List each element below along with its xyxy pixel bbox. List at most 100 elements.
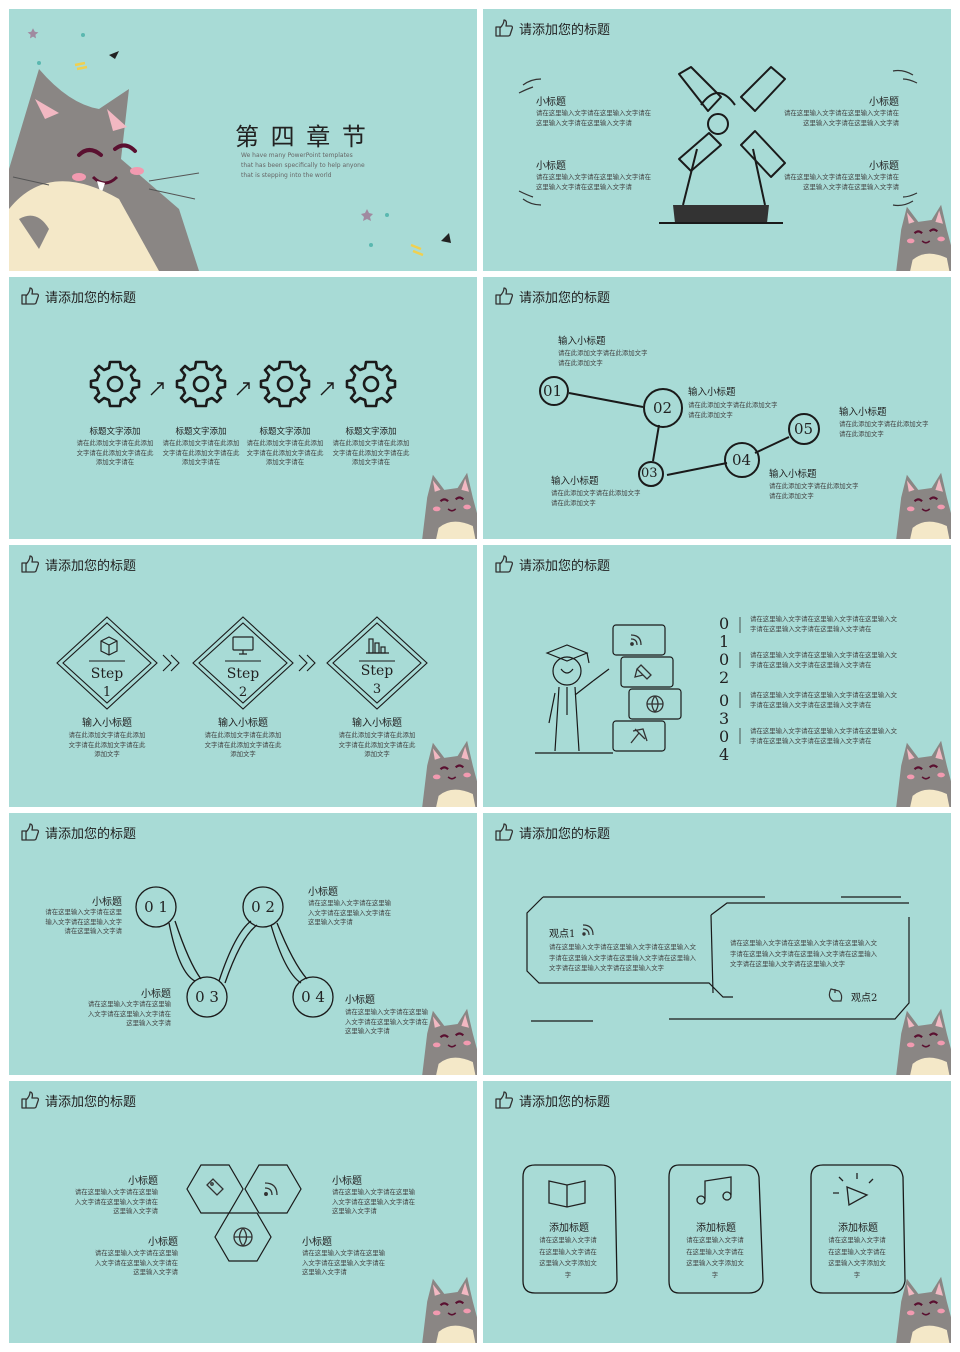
item-text: 请在这里输入文字请在这里输入文字请在这里输入文字请在这里输入文字请 (308, 899, 392, 926)
item-text: 请在这里输入文字请在这里输入文字请在这里输入文字请在这里输入文字请 (783, 173, 899, 191)
viewpoint-1-text: 请在这里输入文字请在这里输入文字请在这里输入文字请在这里输入文字请在这里输入文字… (549, 943, 696, 972)
slide-gears: 请添加您的标题 标题文字添加 请在此添加文字请在此添加文字请在此添加文字请在此添… (9, 277, 477, 539)
wave-nodes-diagram (135, 886, 334, 1018)
item-text: 请在此添加文字请在此添加文字请在此添加文字请在此添加文字请在 (76, 439, 154, 466)
step-label: Step (360, 663, 394, 679)
item-text: 请在此添加文字请在此添加文字请在此添加文字请在此添加文字 (338, 731, 416, 758)
cat-mascot (420, 471, 477, 539)
slide-title: 请添加您的标题 (519, 22, 611, 38)
node-number: 03 (641, 466, 658, 481)
rss-icon (630, 634, 642, 646)
slide-title: 请添加您的标题 (519, 826, 611, 842)
slide-viewpoints: 请添加您的标题 观点1 请在这里输入文字请在这里输入文字请在这里输入文字请在这里… (483, 813, 951, 1075)
item-title: 小标题 (345, 995, 375, 1006)
item-title: 输入小标题 (769, 469, 817, 480)
globe-icon (233, 1227, 253, 1248)
item-text: 请在这里输入文字请在这里输入文字请在这里输入文字请在这里输入文字请 (302, 1249, 386, 1276)
step-label: Step (90, 666, 124, 682)
item-title: 输入小标题 (688, 387, 736, 398)
item-title: 标题文字添加 (89, 427, 141, 437)
item-title: 小标题 (92, 897, 122, 908)
slide-title: 请添加您的标题 (45, 826, 137, 842)
slide-windmill: 请添加您的标题 小标题 请在这里输入文字请在这里输入文字请在这里输入文字请在这里… (483, 9, 951, 271)
item-text: 请在此添加文字请在此添加文字请在此添加文字请在此添加文字请在 (332, 439, 410, 466)
item-text: 请在这里输入文字请在这里输入文字请在这里输入文字请在这里输入文字请在这里输入文字… (750, 651, 897, 669)
item-text: 请在这里输入文字请在这里输入文字请在这里输入文字请在这里输入文字请 (74, 1188, 158, 1215)
rss-icon (582, 924, 594, 936)
cat-mascot (894, 1007, 951, 1075)
item-title: 小标题 (869, 161, 899, 172)
gear-icon (345, 360, 397, 408)
viewpoint-1-title: 观点1 (549, 929, 576, 940)
node-number: 05 (794, 420, 814, 438)
item-title: 小标题 (308, 887, 338, 898)
node-number: 0 3 (195, 988, 219, 1006)
step-number: 2 (238, 685, 248, 700)
slide-header: 请添加您的标题 (493, 1088, 610, 1112)
item-text: 请在此添加文字请在此添加文字请在此添加文字 (688, 401, 778, 419)
chapter-title: 第 四 章 节 (235, 123, 368, 151)
card-title: 添加标题 (696, 1223, 736, 1234)
item-text: 请在这里输入文字请在这里输入文字请在这里输入文字请在这里输入文字请 (332, 1188, 416, 1215)
number-marker: 0 2 (719, 650, 730, 687)
item-text: 请在这里输入文字请在这里输入文字请在这里输入文字请在这里输入文字请 (87, 1000, 171, 1027)
item-title: 标题文字添加 (345, 427, 397, 437)
pencil-icon (634, 664, 652, 680)
music-note-icon (696, 1176, 732, 1205)
viewpoint-2-title: 观点2 (851, 993, 878, 1004)
number-marker: 0 4 (719, 727, 730, 764)
item-text: 请在这里输入文字请在这里输入文字请在这里输入文字请在这里输入文字请在这里输入文字… (750, 615, 897, 633)
item-text: 请在这里输入文字请在这里输入文字请在这里输入文字请在这里输入文字请 (536, 109, 652, 127)
slide-wave-nodes: 请添加您的标题 0 1 0 2 0 3 0 4 小标题 请在这里输入文字请在这里… (9, 813, 477, 1075)
item-text: 请在此添加文字请在此添加文字请在此添加文字请在此添加文字请在 (246, 439, 324, 466)
slide-title: 请添加您的标题 (519, 290, 611, 306)
cat-mascot (420, 739, 477, 807)
item-text: 请在这里输入文字请在这里输入文字请在这里输入文字请在这里输入文字请 (45, 908, 122, 935)
cat-mascot (420, 1275, 477, 1343)
item-title: 标题文字添加 (259, 427, 311, 437)
gear-icon (89, 360, 141, 408)
slide-hexagons: 请添加您的标题 小标题 请在这里输入文字请在这里输入文字请在这里输入文字请在这里… (9, 1081, 477, 1343)
book-icon (548, 1180, 586, 1208)
slide-chapter-cover: 第 四 章 节 We have many PowerPoint template… (9, 9, 477, 271)
cat-mascot (894, 471, 951, 539)
item-title: 输入小标题 (218, 718, 268, 729)
step-label: Step (226, 666, 260, 682)
card-text: 请在这里输入文字请在这里输入文字请在这里输入文字添加文字 (686, 1236, 744, 1279)
node-number: 0 4 (301, 988, 325, 1006)
viewpoint-2-text: 请在这里输入文字请在这里输入文字请在这里输入文字请在这里输入文字请在这里输入文字… (730, 939, 877, 968)
windmill-illustration (518, 66, 918, 224)
item-title: 小标题 (536, 97, 566, 108)
slide-title: 请添加您的标题 (519, 1094, 611, 1110)
slide-steps: 请添加您的标题 Step 1 Step (9, 545, 477, 807)
slide-title: 请添加您的标题 (45, 1094, 137, 1110)
item-title: 小标题 (332, 1176, 362, 1187)
slide-header: 请添加您的标题 (19, 284, 136, 308)
gear-icon (259, 360, 311, 408)
node-number: 01 (543, 382, 563, 400)
cat-mascot (894, 739, 951, 807)
slide-title: 请添加您的标题 (45, 290, 137, 306)
slide-header: 请添加您的标题 (493, 820, 610, 844)
card-title: 添加标题 (549, 1223, 589, 1234)
item-title: 输入小标题 (558, 336, 606, 347)
item-text: 请在此添加文字请在此添加文字请在此添加文字 (769, 482, 859, 500)
item-title: 小标题 (869, 97, 899, 108)
node-path-diagram (539, 376, 820, 487)
cover-decoration (9, 28, 451, 271)
card-text: 请在这里输入文字请在这里输入文字请在这里输入文字添加文字 (539, 1236, 597, 1279)
item-text: 请在这里输入文字请在这里输入文字请在这里输入文字请在这里输入文字请在这里输入文字… (750, 691, 897, 709)
slide-title: 请添加您的标题 (45, 558, 137, 574)
number-marker: 0 1 (719, 614, 730, 651)
hexagon-cluster (186, 1164, 302, 1262)
slide-header: 请添加您的标题 (19, 1088, 136, 1112)
item-title: 输入小标题 (551, 476, 599, 487)
slide-node-path: 请添加您的标题 01 02 03 04 05 输入小标题 请在此添加文字请在此添… (483, 277, 951, 539)
item-text: 请在此添加文字请在此添加文字请在此添加文字 (839, 420, 929, 438)
chapter-subtitle: We have many PowerPoint templates that h… (241, 152, 365, 179)
item-text: 请在这里输入文字请在这里输入文字请在这里输入文字请在这里输入文字请 (94, 1249, 178, 1276)
viewpoint-frames (526, 896, 910, 1022)
item-title: 小标题 (128, 1176, 158, 1187)
slide-title: 请添加您的标题 (519, 558, 611, 574)
steps-diagram (56, 616, 428, 710)
